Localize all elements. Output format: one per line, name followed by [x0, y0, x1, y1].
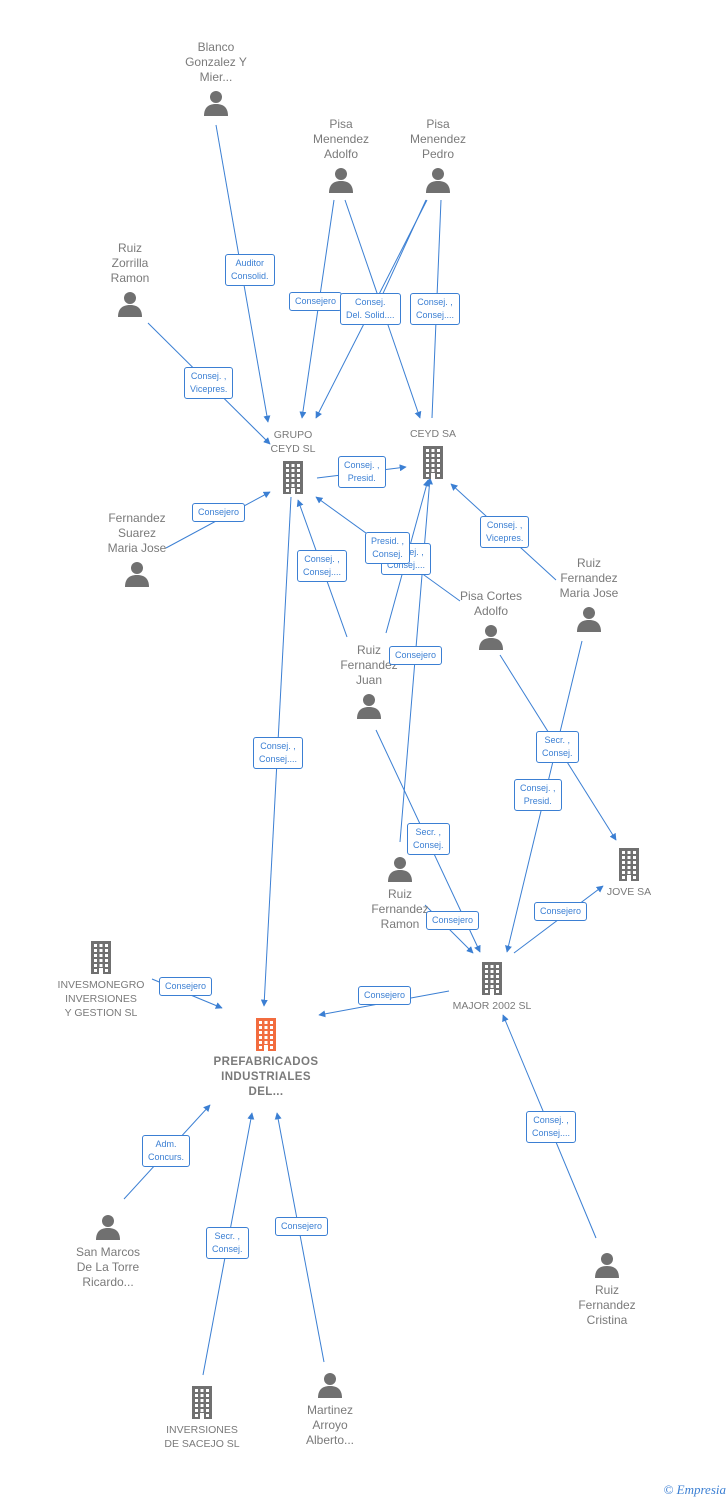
- edge-label-e17[interactable]: Consejero: [426, 911, 480, 930]
- building-icon: [279, 460, 307, 499]
- building-icon: [478, 961, 506, 1000]
- brand-name: Empresia: [676, 1482, 726, 1497]
- edge-label-e6[interactable]: Consej. ,Presid.: [338, 456, 386, 488]
- person-icon: [316, 1371, 344, 1404]
- edge-label-e16[interactable]: Secr. ,Consej.: [407, 823, 450, 855]
- edge-label-e21[interactable]: Adm.Concurs.: [142, 1135, 191, 1167]
- edge-label-e5[interactable]: Consej. ,Vicepres.: [184, 367, 234, 399]
- edge-label-e14[interactable]: Secr. ,Consej.: [536, 731, 579, 763]
- edge-label-e23[interactable]: Consejero: [275, 1217, 329, 1236]
- person-icon: [327, 166, 355, 199]
- person-icon: [94, 1213, 122, 1246]
- edge-label-e13[interactable]: Consej. ,Consej....: [253, 737, 304, 769]
- person-icon: [386, 855, 414, 888]
- person-icon: [424, 166, 452, 199]
- copyright-symbol: ©: [663, 1482, 674, 1497]
- node-label: JOVE SA: [606, 886, 652, 898]
- edge-label-e11[interactable]: Presid. ,Consej.: [365, 532, 411, 564]
- building-icon: [252, 1017, 280, 1056]
- edge-label-e4[interactable]: Consej. ,Consej....: [410, 293, 461, 325]
- person-icon: [202, 89, 230, 122]
- edge-label-e15[interactable]: Consej. ,Presid.: [514, 779, 562, 811]
- edge-label-e2[interactable]: Consejero: [289, 292, 343, 311]
- person-icon: [477, 623, 505, 656]
- edge-label-e8[interactable]: Consej. ,Vicepres.: [480, 516, 530, 548]
- edge-label-e7[interactable]: Consejero: [192, 503, 246, 522]
- edge-label-e12[interactable]: Consejero: [389, 646, 443, 665]
- building-icon: [615, 847, 643, 886]
- person-icon: [593, 1251, 621, 1284]
- node-label: CEYD SA: [409, 428, 457, 440]
- person-icon: [123, 560, 151, 593]
- building-icon: [87, 940, 115, 979]
- edge-label-e18[interactable]: Consejero: [534, 902, 588, 921]
- edge-label-e19[interactable]: Consejero: [159, 977, 213, 996]
- person-icon: [575, 605, 603, 638]
- building-icon: [188, 1385, 216, 1424]
- person-icon: [116, 290, 144, 323]
- edge-line-e23: [274, 1112, 325, 1363]
- edge-label-e24[interactable]: Consej. ,Consej....: [526, 1111, 577, 1143]
- person-icon: [355, 692, 383, 725]
- edge-label-e20[interactable]: Consejero: [358, 986, 412, 1005]
- node-label: MAJOR 2002 SL: [452, 1000, 532, 1012]
- building-icon: [419, 445, 447, 484]
- edge-line-extra-1: [379, 199, 427, 301]
- edge-label-e22[interactable]: Secr. ,Consej.: [206, 1227, 249, 1259]
- edge-label-e3[interactable]: Consej.Del. Solid....: [340, 293, 401, 325]
- footer-brand: © Empresia: [664, 1482, 727, 1498]
- edge-label-e9[interactable]: Consej. ,Consej....: [297, 550, 348, 582]
